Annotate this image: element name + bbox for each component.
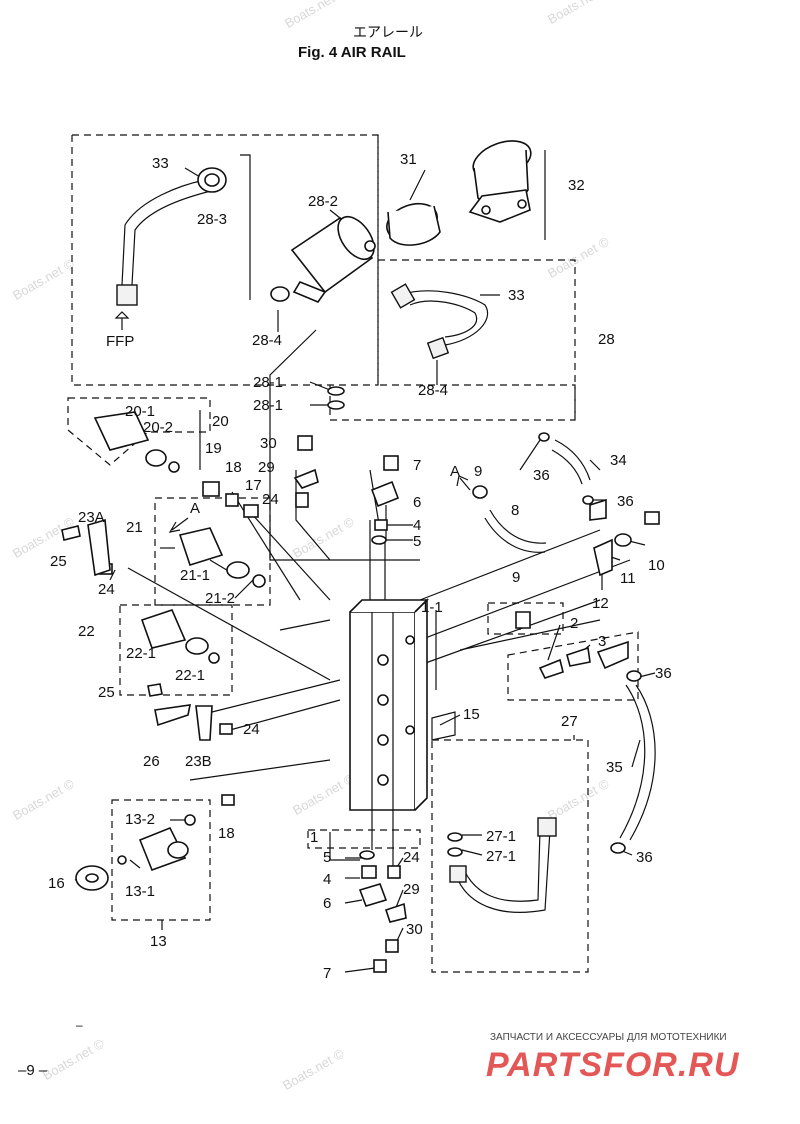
callout-7: 7 <box>323 965 331 982</box>
callout-6: 6 <box>413 494 421 511</box>
clip-group-9-box <box>487 602 564 635</box>
callout-36: 36 <box>533 467 550 484</box>
callout-27-1: 27-1 <box>486 848 516 865</box>
callout-22-1: 22-1 <box>126 645 156 662</box>
callout-28-4: 28-4 <box>418 382 448 399</box>
hose-27 <box>449 817 557 913</box>
callout-28: 28 <box>598 331 615 348</box>
callout-35: 35 <box>606 759 623 776</box>
view-arrows <box>168 475 471 741</box>
callout-21-1: 21-1 <box>180 567 210 584</box>
callout-24: 24 <box>98 581 115 598</box>
callout-29: 29 <box>403 881 420 898</box>
callout-4: 4 <box>413 517 421 534</box>
callout-25: 25 <box>98 684 115 701</box>
sensor-group-13-box <box>111 799 211 921</box>
sensor-13-and-washer-16 <box>75 814 196 891</box>
small-fittings <box>61 435 660 973</box>
callout-22-1: 22-1 <box>175 667 205 684</box>
callout-28-3: 28-3 <box>197 211 227 228</box>
callout-9: 9 <box>474 463 482 480</box>
hose-group-28-box <box>378 259 576 420</box>
callout-a: A <box>450 463 460 480</box>
pressure-regulators <box>93 411 266 664</box>
hose-group-27-box <box>431 739 589 973</box>
callout-36: 36 <box>636 849 653 866</box>
callout-8: 8 <box>511 502 519 519</box>
callout-13-1: 13-1 <box>125 883 155 900</box>
store-logo: PARTSFOR.RU <box>486 1046 740 1084</box>
callout-20-2: 20-2 <box>143 419 173 436</box>
callout-19: 19 <box>205 440 222 457</box>
callout-29: 29 <box>258 459 275 476</box>
callout-36: 36 <box>617 493 634 510</box>
callout-5: 5 <box>413 533 421 550</box>
callout-7: 7 <box>413 457 421 474</box>
callout-32: 32 <box>568 177 585 194</box>
figure-title-japanese: エアレール <box>353 25 423 41</box>
callout-2: 2 <box>570 615 578 632</box>
callout-1-1: 1-1 <box>421 599 443 616</box>
callout-10: 10 <box>648 557 665 574</box>
callout-4: 4 <box>323 871 331 888</box>
callout-27: 27 <box>561 713 578 730</box>
callout-18: 18 <box>218 825 235 842</box>
fuel-hose-28-3 <box>114 167 227 330</box>
callout-22: 22 <box>78 623 95 640</box>
callout-28-1: 28-1 <box>253 397 283 414</box>
fuel-hose-group-box <box>72 134 379 386</box>
callout-13: 13 <box>150 933 167 950</box>
callout-30: 30 <box>260 435 277 452</box>
callout-28-4: 28-4 <box>252 332 282 349</box>
callout-6: 6 <box>323 895 331 912</box>
callout-28-2: 28-2 <box>308 193 338 210</box>
callout-23a: 23A <box>78 509 105 526</box>
callout-a: A <box>190 500 200 517</box>
callout-5: 5 <box>323 849 331 866</box>
callout-ffp: FFP <box>106 333 134 350</box>
air-rail-body <box>349 520 429 870</box>
callout-20-1: 20-1 <box>125 403 155 420</box>
callout-33: 33 <box>152 155 169 172</box>
fuel-hose-28 <box>327 283 489 410</box>
callout-24: 24 <box>243 721 260 738</box>
callout-18: 18 <box>225 459 242 476</box>
callout-13-2: 13-2 <box>125 811 155 828</box>
callout-30: 30 <box>406 921 423 938</box>
callout-21: 21 <box>126 519 143 536</box>
callout-9: 9 <box>512 569 520 586</box>
callout-16: 16 <box>48 875 65 892</box>
store-caption: ЗАПЧАСТИ И АКСЕССУАРЫ ДЛЯ МОТОТЕХНИКИ <box>490 1032 727 1043</box>
callout-12: 12 <box>592 595 609 612</box>
callout-15: 15 <box>463 706 480 723</box>
hose-clamps-31-32 <box>386 140 532 246</box>
fuel-filter-28-2 <box>270 215 376 303</box>
callout-17: 17 <box>245 477 262 494</box>
callout-26: 26 <box>143 753 160 770</box>
callout-23b: 23B <box>185 753 212 770</box>
callout-33: 33 <box>508 287 525 304</box>
dash-mark: – <box>76 1018 83 1032</box>
callout-11: 11 <box>620 570 636 587</box>
callout-3: 3 <box>598 633 606 650</box>
callout-1: 1 <box>310 829 318 846</box>
callout-27-1: 27-1 <box>486 828 516 845</box>
fitting-group-box <box>507 631 639 701</box>
figure-title: Fig. 4 AIR RAIL <box>298 44 406 61</box>
callout-34: 34 <box>610 452 627 469</box>
callout-20: 20 <box>212 413 229 430</box>
callout-labels: 33 28-3 28-2 28-4 31 32 33 28 28-4 FFP 2… <box>48 151 672 982</box>
callout-36: 36 <box>655 665 672 682</box>
callout-24: 24 <box>403 849 420 866</box>
hose-8-and-34-35 <box>472 432 656 854</box>
page-number: –9 – <box>18 1062 48 1079</box>
callout-25: 25 <box>50 553 67 570</box>
callout-21-2: 21-2 <box>205 590 235 607</box>
callout-31: 31 <box>400 151 417 168</box>
callout-24: 24 <box>262 491 279 508</box>
callout-28-1: 28-1 <box>253 374 283 391</box>
